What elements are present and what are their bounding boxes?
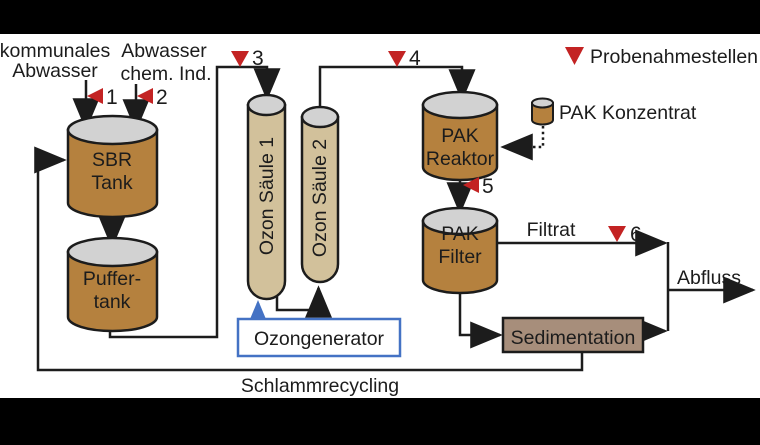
schlammrecycling-label: Schlammrecycling: [241, 375, 399, 397]
puffertank-body: [66, 250, 159, 333]
sampling-point-5: 5: [463, 175, 494, 198]
sbr-tank-body: [66, 128, 159, 219]
sample-triangle-left-icon: [463, 177, 479, 193]
sample-triangle-down-icon: [608, 226, 626, 242]
sample-triangle-down-icon: [231, 51, 249, 67]
filtrat-label: Filtrat: [527, 219, 576, 241]
sbr-tank-label-2: Tank: [91, 172, 132, 194]
pak-reaktor: PAK Reaktor: [421, 90, 499, 182]
pak-reaktor-label-2: Reaktor: [426, 148, 495, 170]
input-industrial-label-2: chem. Ind.: [120, 63, 211, 85]
sedimentation-box: [501, 316, 645, 354]
ozongenerator-label: Ozongenerator: [254, 328, 385, 350]
pak-reaktor-label-1: PAK: [441, 125, 479, 147]
letterbox-bar-bottom: [0, 398, 760, 440]
puffertank-label-2: tank: [94, 291, 131, 313]
sampling-point-6: 6: [608, 223, 642, 246]
sampling-point-1-number: 1: [106, 86, 118, 109]
sedimentation: Sedimentation: [501, 316, 645, 354]
abfluss-label: Abfluss: [677, 267, 741, 289]
pak-filter: PAK Filter: [421, 206, 499, 295]
puffertank-lid: [66, 236, 159, 268]
sampling-point-5-number: 5: [482, 175, 494, 198]
sedimentation-label: Sedimentation: [511, 327, 636, 349]
pak-filter-label-2: Filter: [438, 246, 482, 268]
pak-reaktor-body: [421, 103, 499, 182]
sample-triangle-down-icon: [388, 51, 406, 67]
ozon-saeule-2-body: [300, 115, 340, 284]
ozon-saeule-1-lid: [246, 93, 287, 117]
ozon-saeule-2-lid: [300, 105, 340, 129]
puffertank-label-1: Puffer-: [83, 268, 141, 290]
pipe-schlammrecycling: [34, 146, 584, 372]
letterbox-bar-top: [0, 0, 760, 34]
ozon-saeule-2-label: Ozon Säule 2: [309, 139, 331, 257]
ozon-saeule-2: Ozon Säule 2: [300, 105, 340, 284]
pipe-ozon1-to-ozon2: [275, 285, 333, 318]
ozon-saeule-1-label: Ozon Säule 1: [256, 137, 278, 255]
pipe-pakfilter-to-sedimentation: [458, 292, 503, 349]
sampling-point-2-number: 2: [156, 86, 168, 109]
sbr-tank-label-1: SBR: [92, 149, 132, 171]
input-municipal-label-1: kommunales: [0, 40, 111, 62]
ozongenerator: Ozongenerator: [236, 317, 402, 358]
ozongenerator-box: [236, 317, 402, 358]
sampling-point-4-number: 4: [409, 47, 421, 70]
ozon-saeule-1-body: [246, 103, 287, 301]
pipe-puffer-to-ozon1: [108, 65, 281, 339]
input-municipal-label-2: Abwasser: [12, 60, 98, 82]
pipe-ozon2-to-pakreaktor: [318, 65, 476, 112]
legend: Probenahmestellen: [565, 46, 758, 68]
sbr-tank: SBR Tank: [66, 114, 159, 219]
puffertank: Puffer- tank: [66, 236, 159, 333]
pak-filter-label-1: PAK: [441, 223, 479, 245]
sampling-point-4: 4: [388, 47, 421, 70]
sampling-point-3: 3: [231, 47, 264, 70]
sampling-point-2: 2: [137, 86, 168, 109]
sample-triangle-left-icon: [137, 88, 153, 104]
pak-konzentrat-body: [531, 102, 554, 126]
pak-konzentrat: PAK Konzentrat: [531, 97, 697, 126]
ozon-saeule-1: Ozon Säule 1: [246, 93, 287, 301]
pipe-pak-konzentrat-dosing: [500, 126, 545, 161]
legend-sample-triangle-icon: [565, 47, 584, 65]
input-industrial-label-1: Abwasser: [121, 40, 207, 62]
pak-konzentrat-lid: [531, 97, 554, 109]
sampling-point-3-number: 3: [252, 47, 264, 70]
pak-filter-lid: [421, 206, 499, 236]
sbr-tank-lid: [66, 114, 159, 146]
pak-filter-body: [421, 219, 499, 295]
legend-label: Probenahmestellen: [590, 46, 758, 68]
sampling-point-1: 1: [87, 86, 118, 109]
sampling-point-6-number: 6: [630, 223, 642, 246]
pak-reaktor-lid: [421, 90, 499, 120]
sample-triangle-left-icon: [87, 88, 103, 104]
pak-konzentrat-label: PAK Konzentrat: [559, 102, 697, 124]
